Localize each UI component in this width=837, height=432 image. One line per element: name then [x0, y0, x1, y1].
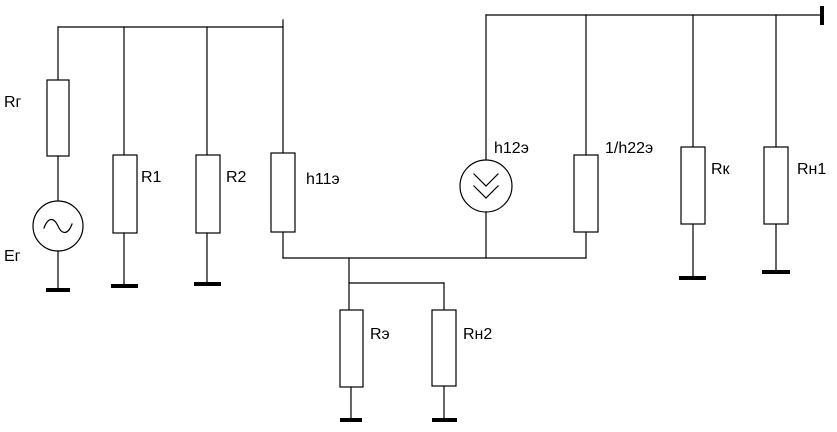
dependent-source-icon: [459, 159, 513, 213]
generator-branch: [32, 26, 84, 292]
resistor-r1: [112, 154, 138, 234]
label-r1: R1: [141, 169, 162, 186]
resistor-rn2: [431, 309, 457, 387]
ac-voltage-source-icon: [32, 200, 84, 252]
label-r2: R2: [226, 169, 247, 186]
resistor-rk: [680, 146, 706, 225]
emitter-bus: [282, 257, 587, 311]
inv-h22e-branch: [573, 14, 599, 259]
rk-branch: [679, 14, 706, 280]
rn1-branch: [762, 14, 790, 274]
label-h12e: h12э: [494, 140, 529, 157]
output-top-bus: [485, 6, 824, 25]
r2-branch: [194, 26, 221, 286]
label-h11e: h11э: [306, 171, 340, 188]
h12e-branch: [459, 14, 513, 259]
label-rn2: Rн2: [463, 326, 492, 343]
h11e-branch: [270, 19, 296, 259]
label-rk: Rк: [711, 161, 731, 178]
resistor-rn1: [763, 146, 789, 225]
label-rg: Rг: [4, 94, 22, 111]
resistor-inv-h22e: [573, 154, 599, 233]
label-inv-h22e: 1/h22э: [605, 140, 653, 157]
label-rn1: Rн1: [797, 161, 826, 178]
resistor-re: [339, 309, 364, 388]
resistor-r2: [195, 154, 221, 234]
rn2-branch: [431, 309, 457, 422]
resistor-h11e: [270, 152, 296, 233]
resistor-rg: [46, 79, 70, 157]
re-branch: [339, 309, 364, 422]
r1-branch: [111, 26, 138, 288]
label-re: Rэ: [370, 326, 390, 343]
label-eg: Eг: [4, 248, 21, 265]
